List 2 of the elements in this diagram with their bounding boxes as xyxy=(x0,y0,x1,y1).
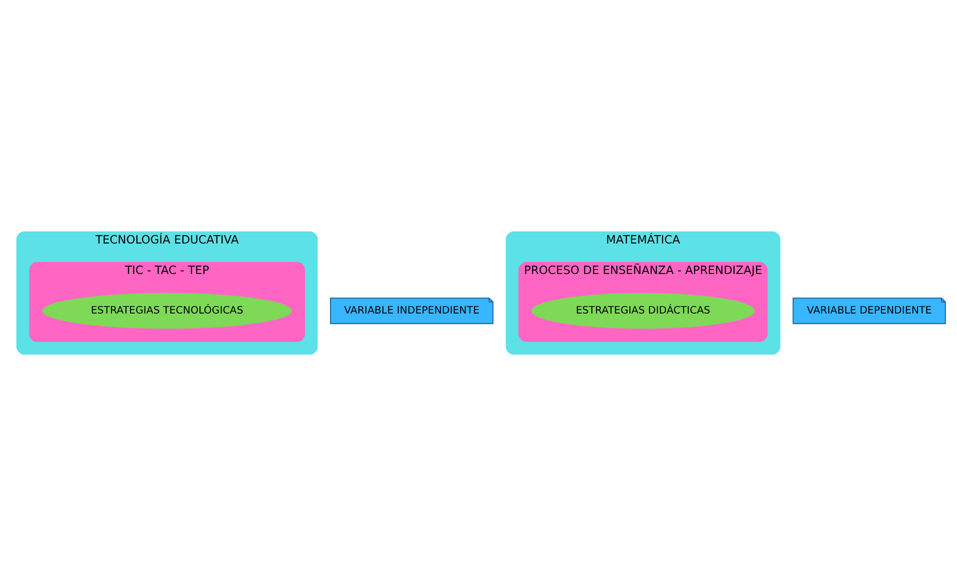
node-ellipse: ESTRATEGIAS TECNOLÓGICAS xyxy=(42,292,292,328)
node-ellipse: ESTRATEGIAS DIDÁCTICAS xyxy=(531,292,755,328)
